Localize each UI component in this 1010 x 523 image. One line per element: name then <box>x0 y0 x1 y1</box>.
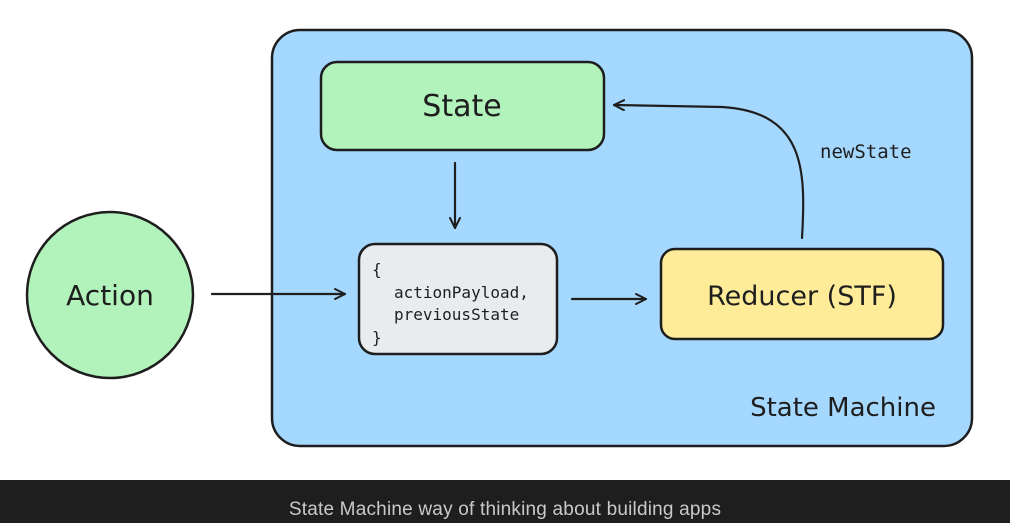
state-node-label: State <box>422 89 501 124</box>
payload-open-brace: { <box>372 260 382 279</box>
caption-bar: State Machine way of thinking about buil… <box>0 480 1010 523</box>
state-machine-label: State Machine <box>750 393 936 423</box>
reducer-node-label: Reducer (STF) <box>707 281 897 312</box>
state-node: State <box>319 60 606 152</box>
action-node-label: Action <box>66 279 154 312</box>
action-node: Action <box>25 210 195 380</box>
payload-close-brace: } <box>372 328 382 347</box>
payload-node: { actionPayload, previousState } <box>357 242 559 356</box>
state-machine-diagram: State Action { actionPayload, previousSt… <box>25 28 974 448</box>
payload-line-action: actionPayload, <box>394 283 529 302</box>
reducer-node: Reducer (STF) <box>659 247 945 341</box>
payload-line-previous: previousState <box>394 305 519 324</box>
caption-text: State Machine way of thinking about buil… <box>288 498 722 520</box>
new-state-edge-label: newState <box>820 141 912 163</box>
arrow-reducer-to-state <box>612 99 805 240</box>
